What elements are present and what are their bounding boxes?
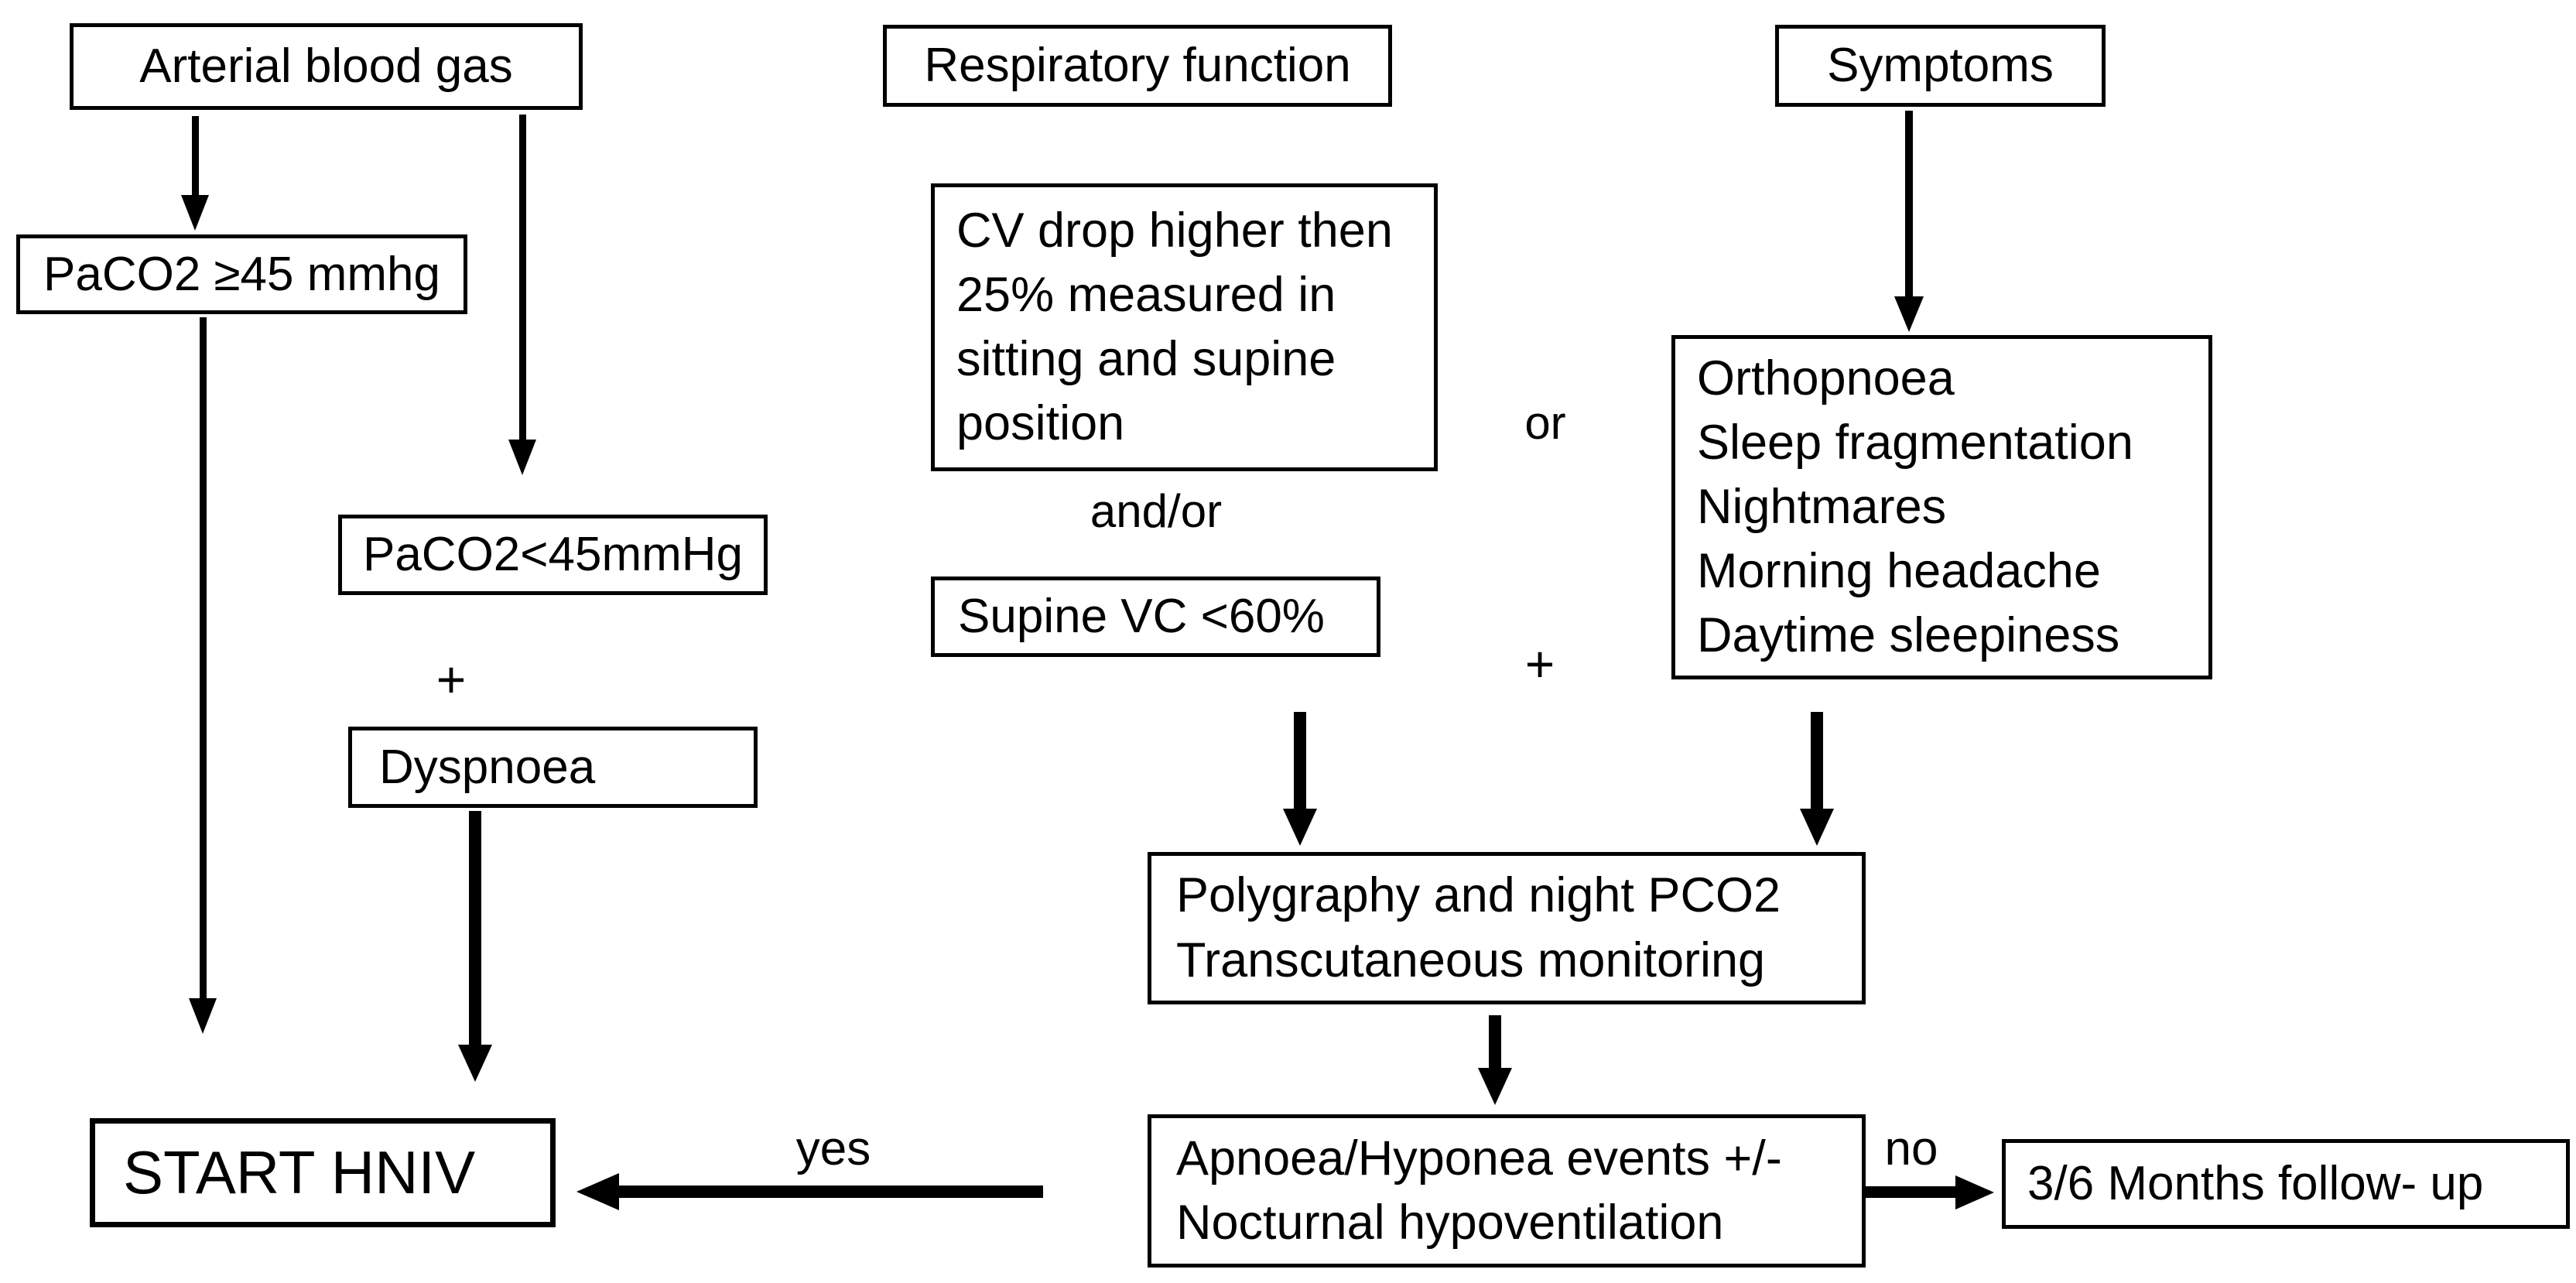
label-plus-left: +: [436, 651, 467, 708]
node-apnoea-events: Apnoea/Hyponea events +/- Nocturnal hypo…: [1148, 1114, 1866, 1268]
arrow-paco2high-to-start-head: [189, 998, 217, 1034]
arrow-dyspnoea-to-start-head: [458, 1045, 492, 1082]
arrow-supine-to-polygraphy-head: [1283, 809, 1317, 846]
label-or: or: [1524, 396, 1566, 449]
arrow-polygraphy-to-apnoea-line: [1489, 1015, 1501, 1068]
node-arterial-blood-gas: Arterial blood gas: [70, 23, 583, 110]
label-plus-right: +: [1524, 635, 1555, 693]
node-supine-vc: Supine VC <60%: [931, 576, 1380, 657]
arrow-list-to-polygraphy-head: [1800, 809, 1834, 846]
arrow-abg-to-paco2low-line: [519, 115, 526, 440]
node-follow-up: 3/6 Months follow- up: [2002, 1139, 2570, 1229]
arrow-paco2high-to-start-line: [200, 317, 207, 998]
node-start-hniv: START HNIV: [90, 1118, 556, 1227]
arrow-no-head: [1955, 1175, 1994, 1209]
node-cv-drop: CV drop higher then 25% measured in sitt…: [931, 183, 1438, 471]
label-no: no: [1884, 1121, 1938, 1175]
arrow-polygraphy-to-apnoea-head: [1478, 1068, 1512, 1105]
arrow-symptoms-to-list-head: [1894, 296, 1924, 332]
arrow-dyspnoea-to-start-line: [469, 811, 481, 1045]
label-yes: yes: [795, 1121, 871, 1175]
arrow-supine-to-polygraphy-line: [1294, 712, 1306, 809]
node-paco2-high: PaCO2 ≥45 mmhg: [16, 234, 467, 314]
arrow-symptoms-to-list-line: [1905, 111, 1913, 296]
arrow-list-to-polygraphy-line: [1811, 712, 1823, 809]
node-symptoms: Symptoms: [1775, 25, 2106, 107]
node-symptom-list: Orthopnoea Sleep fragmentation Nightmare…: [1671, 335, 2212, 679]
arrow-abg-to-paco2high-head: [181, 195, 209, 231]
node-respiratory-function: Respiratory function: [883, 25, 1392, 107]
node-polygraphy: Polygraphy and night PCO2 Transcutaneous…: [1148, 852, 1866, 1004]
arrow-abg-to-paco2high-line: [192, 116, 199, 195]
arrow-no-line: [1863, 1186, 1955, 1198]
arrow-yes-line: [619, 1185, 1043, 1198]
node-dyspnoea: Dyspnoea: [348, 727, 758, 808]
arrow-yes-head: [576, 1173, 619, 1210]
label-and-or: and/or: [1090, 484, 1223, 537]
node-paco2-low: PaCO2<45mmHg: [338, 515, 768, 595]
arrow-abg-to-paco2low-head: [508, 440, 536, 475]
